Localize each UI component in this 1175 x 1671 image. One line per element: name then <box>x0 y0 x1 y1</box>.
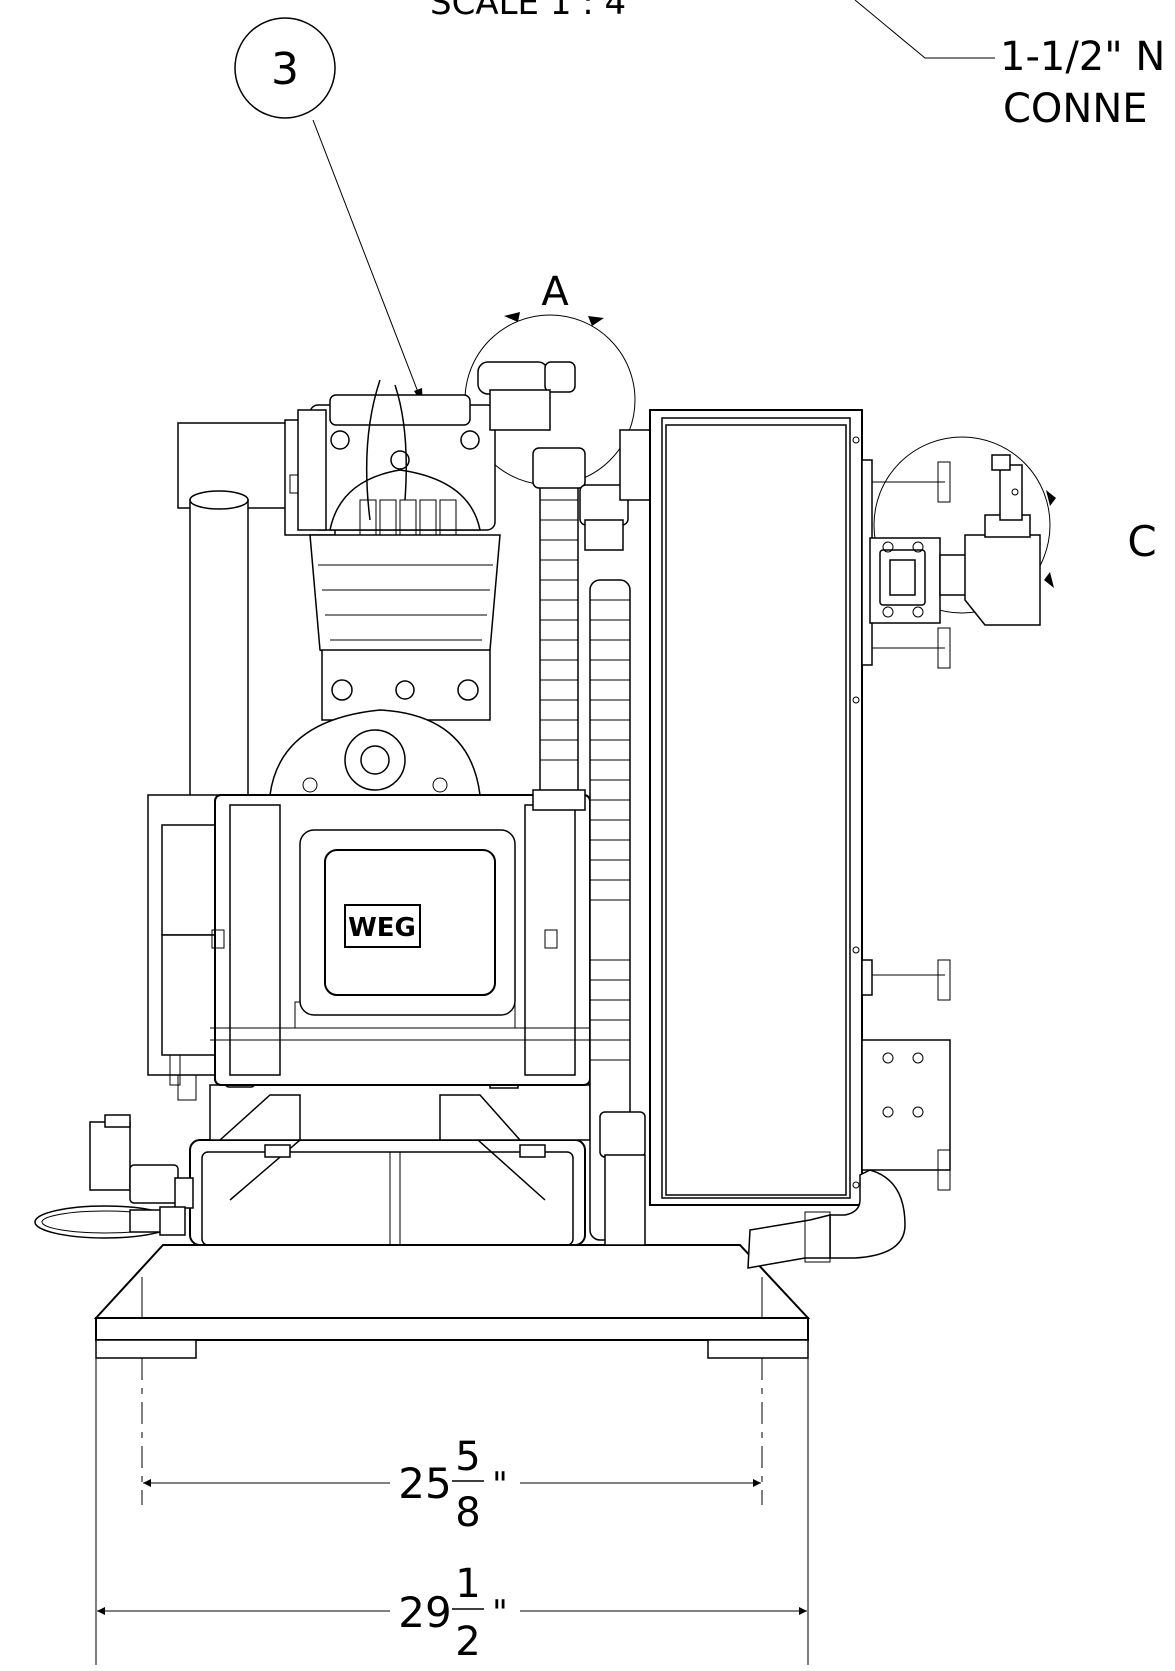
side-flange-upper <box>861 459 951 669</box>
dim-inner-unit: " <box>492 1465 508 1505</box>
svg-text:A: A <box>541 269 569 315</box>
aftercooler-cabinet <box>649 409 863 1206</box>
detail-c-callout: C <box>873 436 1157 614</box>
safety-valve <box>939 454 1041 626</box>
tank-frame <box>189 1139 586 1246</box>
scale-label: SCALE 1 : 4 <box>430 0 626 23</box>
side-flange-lower <box>861 959 951 1191</box>
dim-outer-whole: 29 <box>398 1588 451 1637</box>
dim-inner-num: 5 <box>455 1434 480 1480</box>
dim-outer-num: 1 <box>455 1561 480 1607</box>
compressor-head <box>297 379 496 571</box>
base-skid <box>93 1244 811 1359</box>
compressor-cylinder <box>309 534 501 721</box>
intake-pipe <box>177 419 336 801</box>
dimension-extension-lines <box>95 1358 809 1665</box>
crankcase <box>269 709 481 796</box>
cooling-coil <box>589 579 646 1246</box>
discharge-hose <box>532 447 586 811</box>
motor-brand: WEG <box>348 913 416 943</box>
intake-filter-top <box>477 361 576 431</box>
svg-text:C: C <box>1127 517 1156 566</box>
connection-label-line2: CONNE <box>1003 86 1148 132</box>
dim-inner-whole: 25 <box>398 1459 451 1508</box>
svg-text:3: 3 <box>271 44 299 95</box>
connection-leader <box>854 0 995 59</box>
aftercooler-fittings <box>579 429 661 551</box>
connection-label-line1: 1-1/2" N <box>1000 34 1165 80</box>
dim-outer-den: 2 <box>455 1619 480 1665</box>
dim-outer-unit: " <box>492 1593 508 1633</box>
dimension-inner: 25 5 8 " <box>143 1434 761 1536</box>
weg-logo <box>344 904 421 948</box>
balloon-3: 3 <box>234 17 424 406</box>
electric-motor: WEG <box>210 794 595 1086</box>
outlet-elbow <box>747 1169 906 1269</box>
dimension-outer: 29 1 2 " <box>97 1561 807 1665</box>
dim-inner-den: 8 <box>455 1490 480 1536</box>
drain-valve <box>34 1114 194 1239</box>
